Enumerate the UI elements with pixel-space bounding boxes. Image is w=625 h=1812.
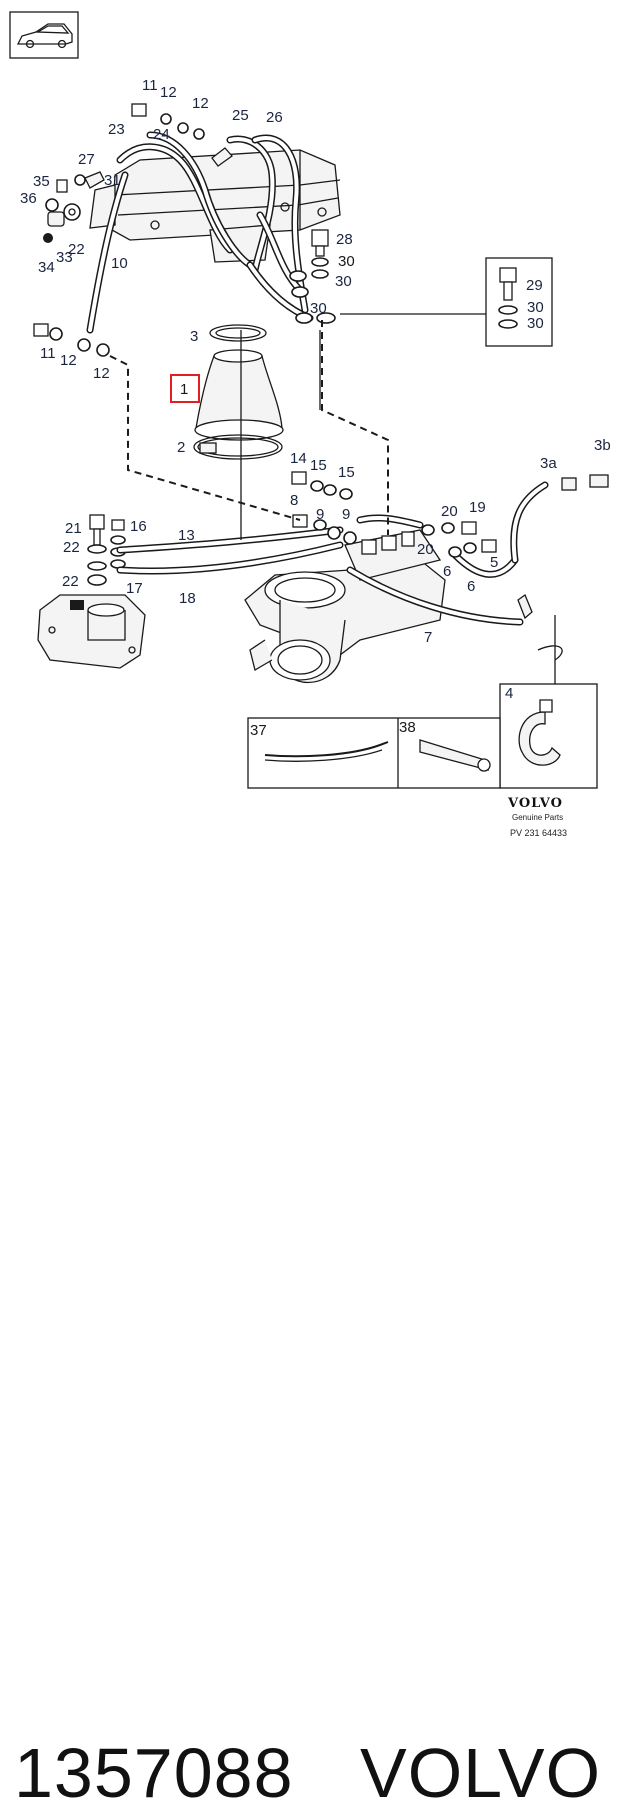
callout-28: 28 xyxy=(336,231,353,248)
callout-9: 9 xyxy=(316,506,324,523)
callout-9: 9 xyxy=(342,506,350,523)
callout-23: 23 xyxy=(108,121,125,138)
left-fitting-cluster xyxy=(43,171,105,243)
callout-37: 37 xyxy=(250,722,267,739)
control-unit xyxy=(37,514,146,669)
callout-5: 5 xyxy=(490,554,498,571)
air-flow-meter xyxy=(244,529,446,683)
callout-13: 13 xyxy=(178,527,195,544)
callout-20: 20 xyxy=(441,503,458,520)
genuine-parts-label: Genuine Parts xyxy=(512,813,563,822)
callout-12: 12 xyxy=(93,365,110,382)
callout-18: 18 xyxy=(179,590,196,607)
accessory-box xyxy=(247,717,501,789)
volvo-logo: VOLVO xyxy=(507,796,563,811)
part-number: 1357088 xyxy=(14,1734,294,1812)
callout-3: 3 xyxy=(190,328,198,345)
callout-34: 34 xyxy=(38,259,55,276)
callout-27: 27 xyxy=(78,151,95,168)
callout-12: 12 xyxy=(192,95,209,112)
callout-26: 26 xyxy=(266,109,283,126)
callout-33: 33 xyxy=(56,249,73,266)
callout-38: 38 xyxy=(399,719,416,736)
callout-3a: 3a xyxy=(540,455,557,472)
brand-name: VOLVO xyxy=(360,1734,602,1812)
callout-7: 7 xyxy=(424,629,432,646)
callout-21: 21 xyxy=(65,520,82,537)
callout-22: 22 xyxy=(68,241,85,258)
callout-17: 17 xyxy=(126,580,143,597)
callout-31: 31 xyxy=(104,172,121,189)
callout-11: 11 xyxy=(40,345,56,362)
callout-6: 6 xyxy=(443,563,451,580)
detail-box-29-30 xyxy=(340,257,553,347)
top-bolts xyxy=(131,103,233,167)
callout-labels: 11 12 12 23 24 25 26 27 31 35 36 22 33 3… xyxy=(20,77,611,739)
callout-8: 8 xyxy=(290,492,298,509)
callout-16: 16 xyxy=(130,518,147,535)
callout-14: 14 xyxy=(290,450,307,467)
rubber-boot xyxy=(193,324,284,460)
car-thumbnail-icon xyxy=(9,11,79,59)
callout-30: 30 xyxy=(527,299,544,316)
callout-20: 20 xyxy=(417,541,434,558)
callout-30: 30 xyxy=(335,273,352,290)
callout-1: 1 xyxy=(180,381,188,398)
callout-36: 36 xyxy=(20,190,37,207)
callout-2: 2 xyxy=(177,439,185,456)
callout-12: 12 xyxy=(160,84,177,101)
callout-12: 12 xyxy=(60,352,77,369)
callout-35: 35 xyxy=(33,173,50,190)
callout-11: 11 xyxy=(142,77,158,94)
callout-22: 22 xyxy=(62,573,79,590)
reference-number: PV 231 64433 xyxy=(510,828,567,838)
routing-lines xyxy=(109,320,389,540)
callout-15: 15 xyxy=(310,457,327,474)
clip-detail xyxy=(499,615,598,789)
callout-10: 10 xyxy=(111,255,128,272)
small-fittings xyxy=(291,471,609,620)
callout-30: 30 xyxy=(338,253,355,270)
callout-25: 25 xyxy=(232,107,249,124)
callout-15: 15 xyxy=(338,464,355,481)
footer: 1357088 VOLVO xyxy=(0,850,625,1808)
callout-4: 4 xyxy=(505,685,513,702)
intake-manifold xyxy=(89,149,341,263)
callout-29: 29 xyxy=(526,277,543,294)
callout-24: 24 xyxy=(153,126,170,143)
callout-30: 30 xyxy=(527,315,544,332)
callout-3b: 3b xyxy=(594,437,611,454)
callout-19: 19 xyxy=(469,499,486,516)
parts-diagram: 11 12 12 23 24 25 26 27 31 35 36 22 33 3… xyxy=(9,11,611,838)
lower-hoses xyxy=(116,481,549,626)
left-lower-bolts xyxy=(33,323,110,357)
callout-30: 30 xyxy=(310,300,327,317)
callout-6: 6 xyxy=(467,578,475,595)
highlight-box xyxy=(170,374,200,403)
callout-22: 22 xyxy=(63,539,80,556)
